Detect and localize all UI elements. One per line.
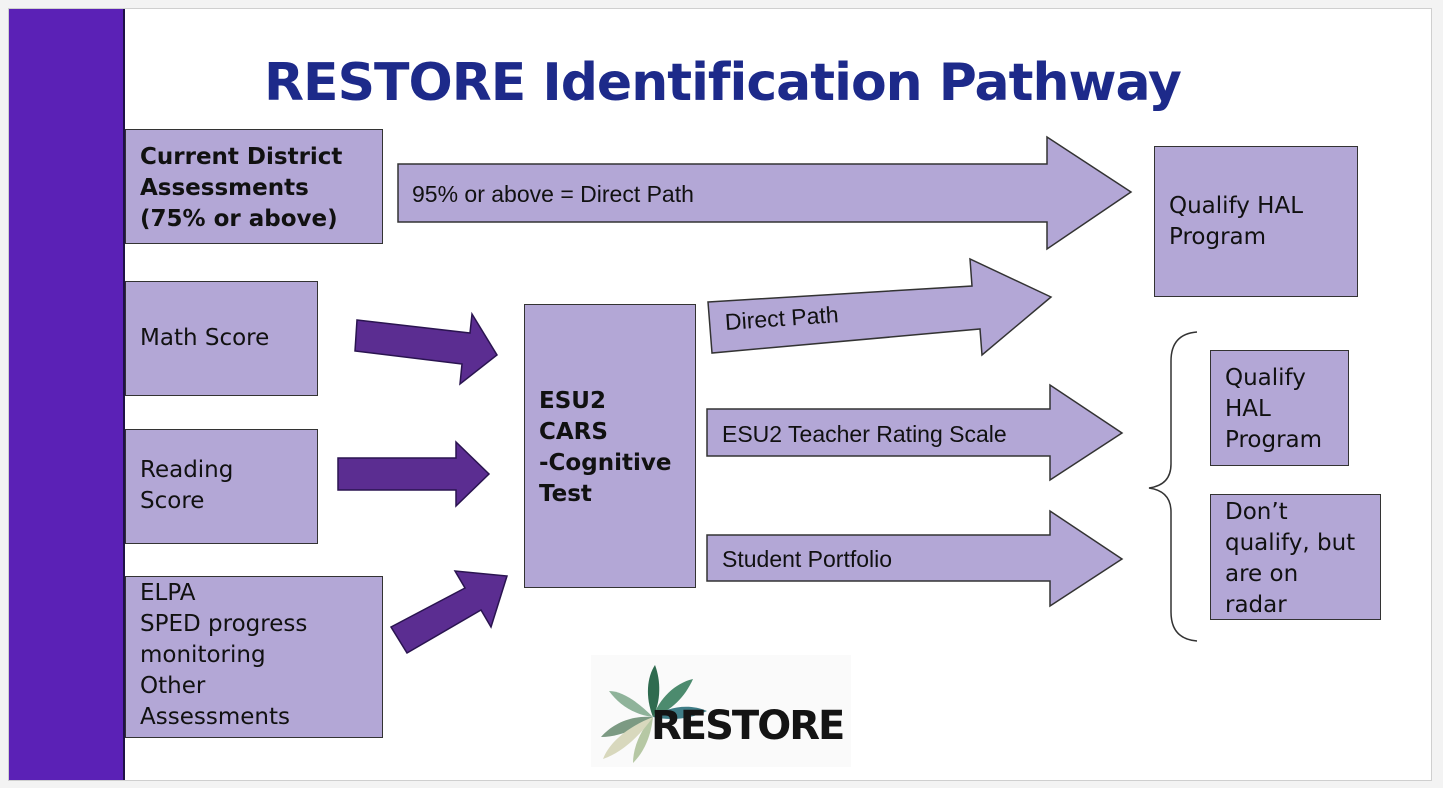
logo-text: RESTORE <box>651 703 845 749</box>
arrow-reading-to-esu2 <box>337 440 491 508</box>
box-line: are on <box>1225 561 1299 587</box>
box-line: monitoring <box>140 642 266 668</box>
box-line: Reading <box>140 457 234 483</box>
box-line: SPED progress <box>140 611 308 637</box>
box-line: -Cognitive <box>539 450 672 476</box>
arrow-direct-path <box>707 257 1053 357</box>
box-line: Assessments <box>140 704 290 730</box>
arrow-label-teacher-rating: ESU2 Teacher Rating Scale <box>722 421 1007 447</box>
arrow-label-direct-path-95: 95% or above = Direct Path <box>412 181 694 207</box>
arrow-teacher-rating <box>706 383 1124 482</box>
page-title: RESTORE Identification Pathway <box>264 53 1182 113</box>
arrows-layer <box>337 135 1198 655</box>
box-line: Test <box>539 481 592 507</box>
qualify-hal-program-right-box: Qualify HAL Program <box>1210 350 1349 466</box>
restore-logo: RESTORE <box>591 655 851 767</box>
box-line: Math Score <box>140 325 270 351</box>
slide: RESTORE Identification Pathway 95% or ab… <box>8 8 1432 781</box>
math-score-box: Math Score <box>125 281 318 396</box>
box-line: CARS <box>539 419 608 445</box>
box-line: Don’t <box>1225 499 1288 525</box>
box-line: qualify, but <box>1225 530 1356 556</box>
arrow-label-student-portfolio: Student Portfolio <box>722 546 893 572</box>
leaf-burst-lightbulb-icon <box>601 665 707 763</box>
box-line: ESU2 <box>539 388 606 414</box>
qualify-hal-program-top-box: Qualify HAL Program <box>1154 146 1358 297</box>
box-line: Score <box>140 488 205 514</box>
arrow-direct-path-95 <box>397 135 1133 251</box>
box-line: Qualify HAL <box>1169 193 1304 219</box>
dont-qualify-radar-box: Don’t qualify, but are on radar <box>1210 494 1381 620</box>
box-line: radar <box>1225 592 1287 618</box>
curly-brace <box>1148 331 1198 642</box>
box-line: Current District <box>140 144 343 170</box>
box-line: (75% or above) <box>140 206 338 232</box>
box-line: Other <box>140 673 206 699</box>
arrow-student-portfolio <box>706 509 1124 608</box>
box-line: Assessments <box>140 175 309 201</box>
esu2-cars-cognitive-test-box: ESU2 CARS -Cognitive Test <box>524 304 696 588</box>
current-district-assessments-box: Current District Assessments (75% or abo… <box>125 129 383 244</box>
reading-score-box: Reading Score <box>125 429 318 544</box>
box-line: HAL <box>1225 396 1271 422</box>
box-line: Program <box>1225 427 1323 453</box>
arrow-other-to-esu2 <box>389 570 508 655</box>
box-line: Qualify <box>1225 365 1306 391</box>
sidebar-bar <box>9 9 125 780</box>
box-line: ELPA <box>140 580 196 606</box>
other-assessments-box: ELPA SPED progress monitoring Other Asse… <box>125 576 383 738</box>
box-line: Program <box>1169 224 1267 250</box>
arrow-math-to-esu2 <box>354 311 498 386</box>
